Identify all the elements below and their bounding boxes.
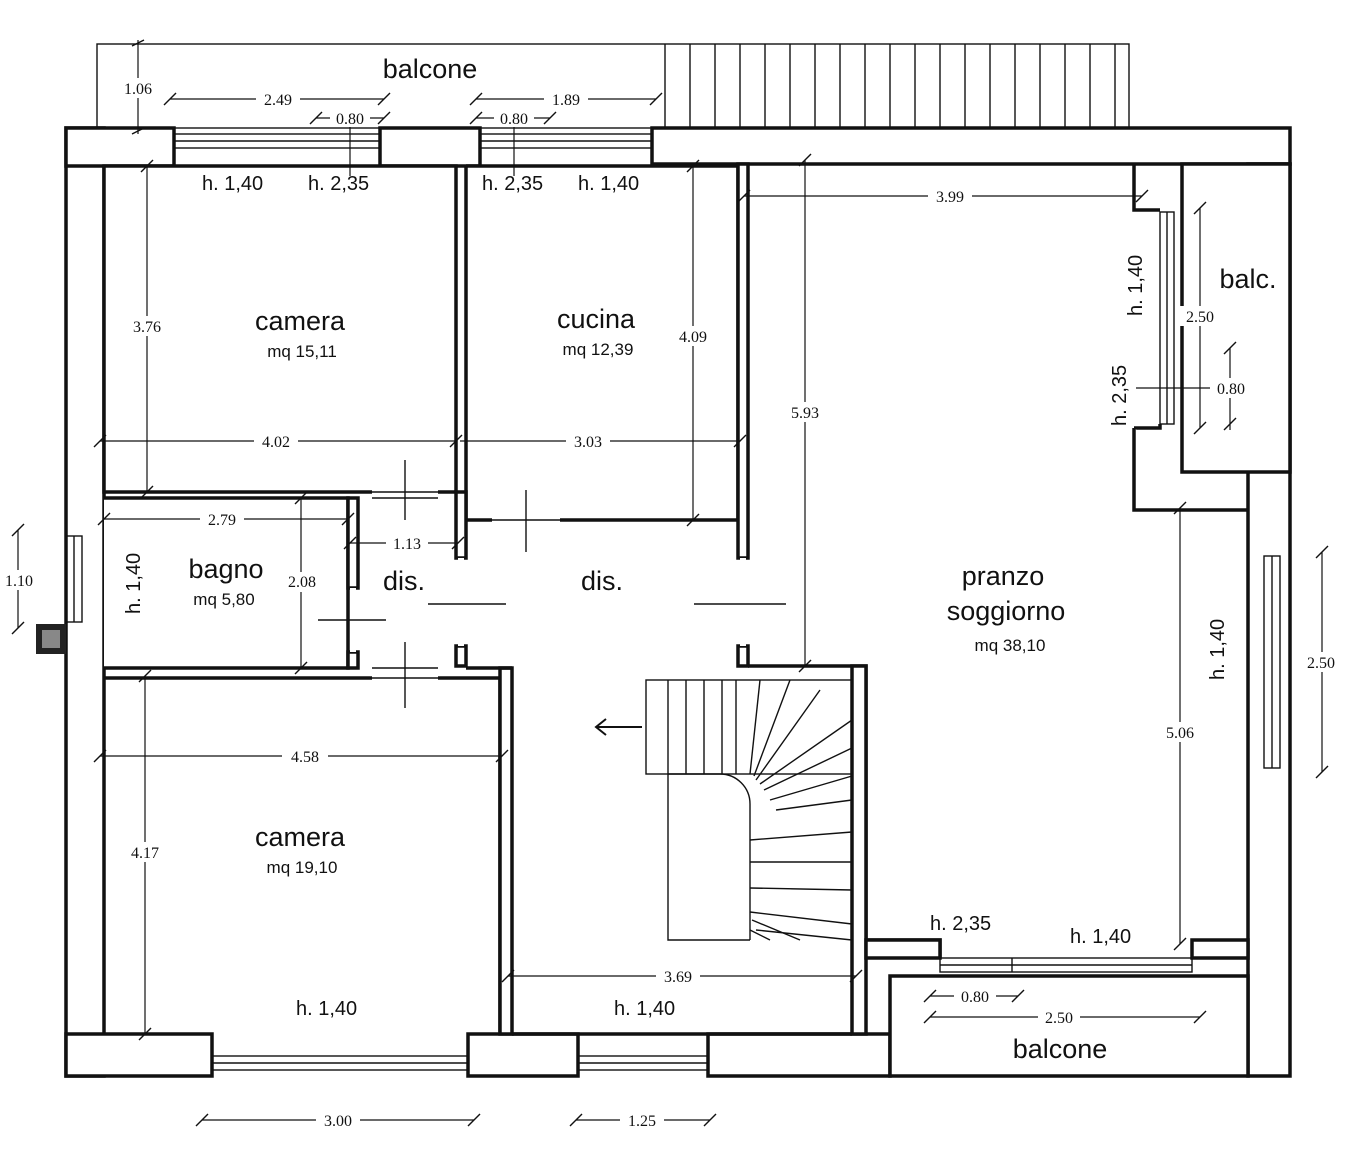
- h-bagno-win: h. 1,40: [123, 553, 145, 614]
- dim-1-25: 1.25: [628, 1113, 656, 1130]
- camera-top-area: mq 15,11: [267, 342, 337, 361]
- balc-right-label: balc.: [1219, 264, 1276, 294]
- room-labels: balcone camera mq 15,11 cucina mq 12,39 …: [188, 54, 1276, 1064]
- pranzo-label: pranzo: [962, 561, 1045, 591]
- h-sogg-bottom-door: h. 2,35: [930, 913, 991, 935]
- dim-0-80-balc: 0.80: [1217, 381, 1245, 398]
- dim-1-89: 1.89: [552, 92, 580, 109]
- dim-4-02: 4.02: [262, 434, 290, 451]
- camera-bottom-name: camera: [255, 822, 346, 852]
- interior-walls: [102, 162, 1292, 1078]
- dis-large-label: dis.: [581, 566, 623, 596]
- windows: [65, 133, 1281, 1071]
- height-labels: h. 1,40 h. 2,35 h. 2,35 h. 1,40 h. 1,40 …: [123, 173, 1229, 1020]
- dimension-ticks: [11, 39, 1329, 1127]
- dim-5-06: 5.06: [1166, 725, 1194, 742]
- dis-small-label: dis.: [383, 566, 425, 596]
- dim-1-06: 1.06: [124, 81, 152, 98]
- dim-2-50-bottom: 2.50: [1045, 1010, 1073, 1027]
- h-sogg-right-win: h. 1,40: [1207, 619, 1229, 680]
- pranzo-area: mq 38,10: [975, 636, 1046, 655]
- door-marks: [318, 460, 786, 708]
- dim-2-79: 2.79: [208, 512, 236, 529]
- cucina-area: mq 12,39: [563, 340, 634, 359]
- dim-4-17: 4.17: [131, 845, 159, 862]
- h-cam-top-door: h. 2,35: [308, 173, 369, 195]
- staircase: [645, 679, 853, 941]
- stair-arrow-icon: [594, 718, 642, 736]
- dim-2-08: 2.08: [288, 574, 316, 591]
- h-dis-bottom-win: h. 1,40: [614, 998, 675, 1020]
- balcone-bottom-label: balcone: [1013, 1034, 1108, 1064]
- dim-1-13: 1.13: [393, 536, 421, 553]
- dim-0-80-a: 0.80: [336, 111, 364, 128]
- cucina-name: cucina: [557, 304, 636, 334]
- dim-2-50-right: 2.50: [1307, 655, 1335, 672]
- soggiorno-label: soggiorno: [947, 596, 1066, 626]
- bagno-name: bagno: [188, 554, 263, 584]
- dim-3-03: 3.03: [574, 434, 602, 451]
- h-cam-top-win: h. 1,40: [202, 173, 263, 195]
- dim-2-49: 2.49: [264, 92, 292, 109]
- dim-3-00: 3.00: [324, 1113, 352, 1130]
- dim-3-69: 3.69: [664, 969, 692, 986]
- dim-0-80-bottom: 0.80: [961, 989, 989, 1006]
- dimension-labels: 1.06 2.49 0.80 1.89 0.80 3.99 3.76 4.09 …: [0, 78, 1342, 1130]
- dim-4-58: 4.58: [291, 749, 319, 766]
- camera-top-name: camera: [255, 306, 346, 336]
- h-cuc-win: h. 1,40: [578, 173, 639, 195]
- bagno-area: mq 5,80: [193, 590, 254, 609]
- dim-5-93: 5.93: [791, 405, 819, 422]
- balcone-top-label: balcone: [383, 54, 478, 84]
- dim-4-09: 4.09: [679, 329, 707, 346]
- h-sogg-bottom-win: h. 1,40: [1070, 926, 1131, 948]
- balcony-top: [96, 43, 1130, 129]
- dim-2-50-balc: 2.50: [1186, 309, 1214, 326]
- flue-icon: [36, 624, 66, 654]
- h-cuc-door: h. 2,35: [482, 173, 543, 195]
- camera-bottom-area: mq 19,10: [267, 858, 338, 877]
- h-cam-bottom-win: h. 1,40: [296, 998, 357, 1020]
- dim-3-76: 3.76: [133, 319, 161, 336]
- h-balc-door: h. 2,35: [1109, 365, 1131, 426]
- dim-3-99: 3.99: [936, 189, 964, 206]
- dim-0-80-b: 0.80: [500, 111, 528, 128]
- h-balc-win: h. 1,40: [1125, 255, 1147, 316]
- dim-1-10: 1.10: [5, 573, 33, 590]
